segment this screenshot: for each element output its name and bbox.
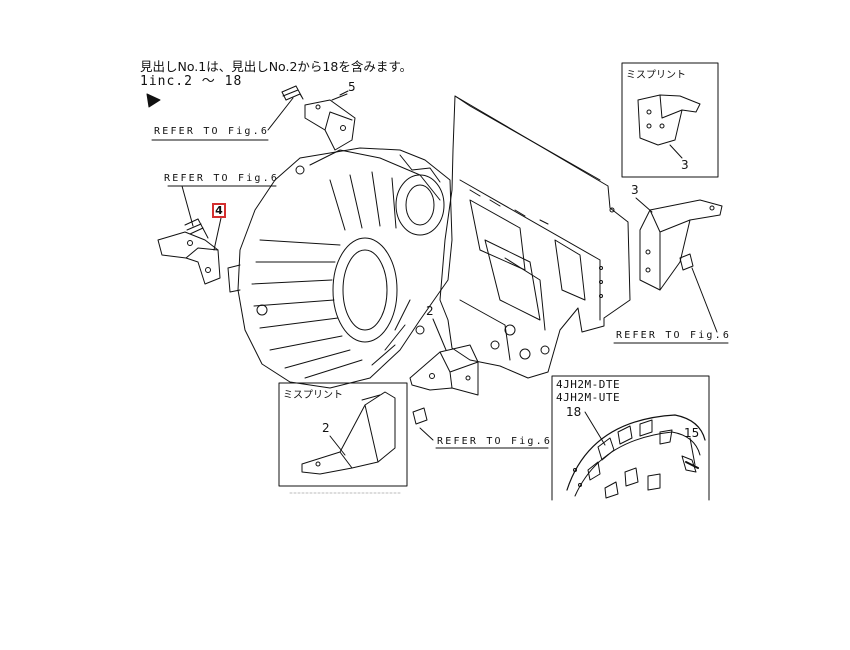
inset-top-right-title: ミスプリント [626,70,686,81]
refer-label-part4: REFER TO Fig.6 [164,173,280,184]
inset-part-15: 15 [684,426,700,440]
callout-4-highlighted: 4 [212,203,226,218]
refer-label-part2: REFER TO Fig.6 [437,436,553,447]
engine-block [439,95,631,379]
pointer-triangle-icon [146,93,161,108]
leader-lines [151,93,729,466]
part-3-bracket [639,199,723,291]
refer-label-part5: REFER TO Fig.6 [154,126,270,137]
flywheel-housing [227,147,453,389]
inset-bottom-left-part: 2 [322,421,330,435]
part-4-bracket [157,218,221,285]
inset-model-dte: 4JH2M-DTE [556,378,621,391]
inset-part-18: 18 [566,405,582,419]
callout-5: 5 [348,80,356,94]
inset-box-bottom-right [551,375,710,501]
part-5-bracket [281,85,356,151]
callout-2: 2 [426,304,434,318]
part-2-bracket [409,344,479,425]
inset-box-top-right [621,62,719,178]
inset-model-ute: 4JH2M-UTE [556,391,621,404]
callout-3: 3 [631,183,639,197]
inset-box-bottom-left [278,382,408,487]
header-note-english: 1inc.2 ～ 18 [140,74,243,89]
inset-bottom-left-title: ミスプリント [283,390,343,401]
header-note-japanese: 見出しNo.1は、見出しNo.2から18を含みます。 [140,59,413,74]
inset-top-right-part: 3 [681,158,689,172]
refer-label-part3: REFER TO Fig.6 [616,330,732,341]
